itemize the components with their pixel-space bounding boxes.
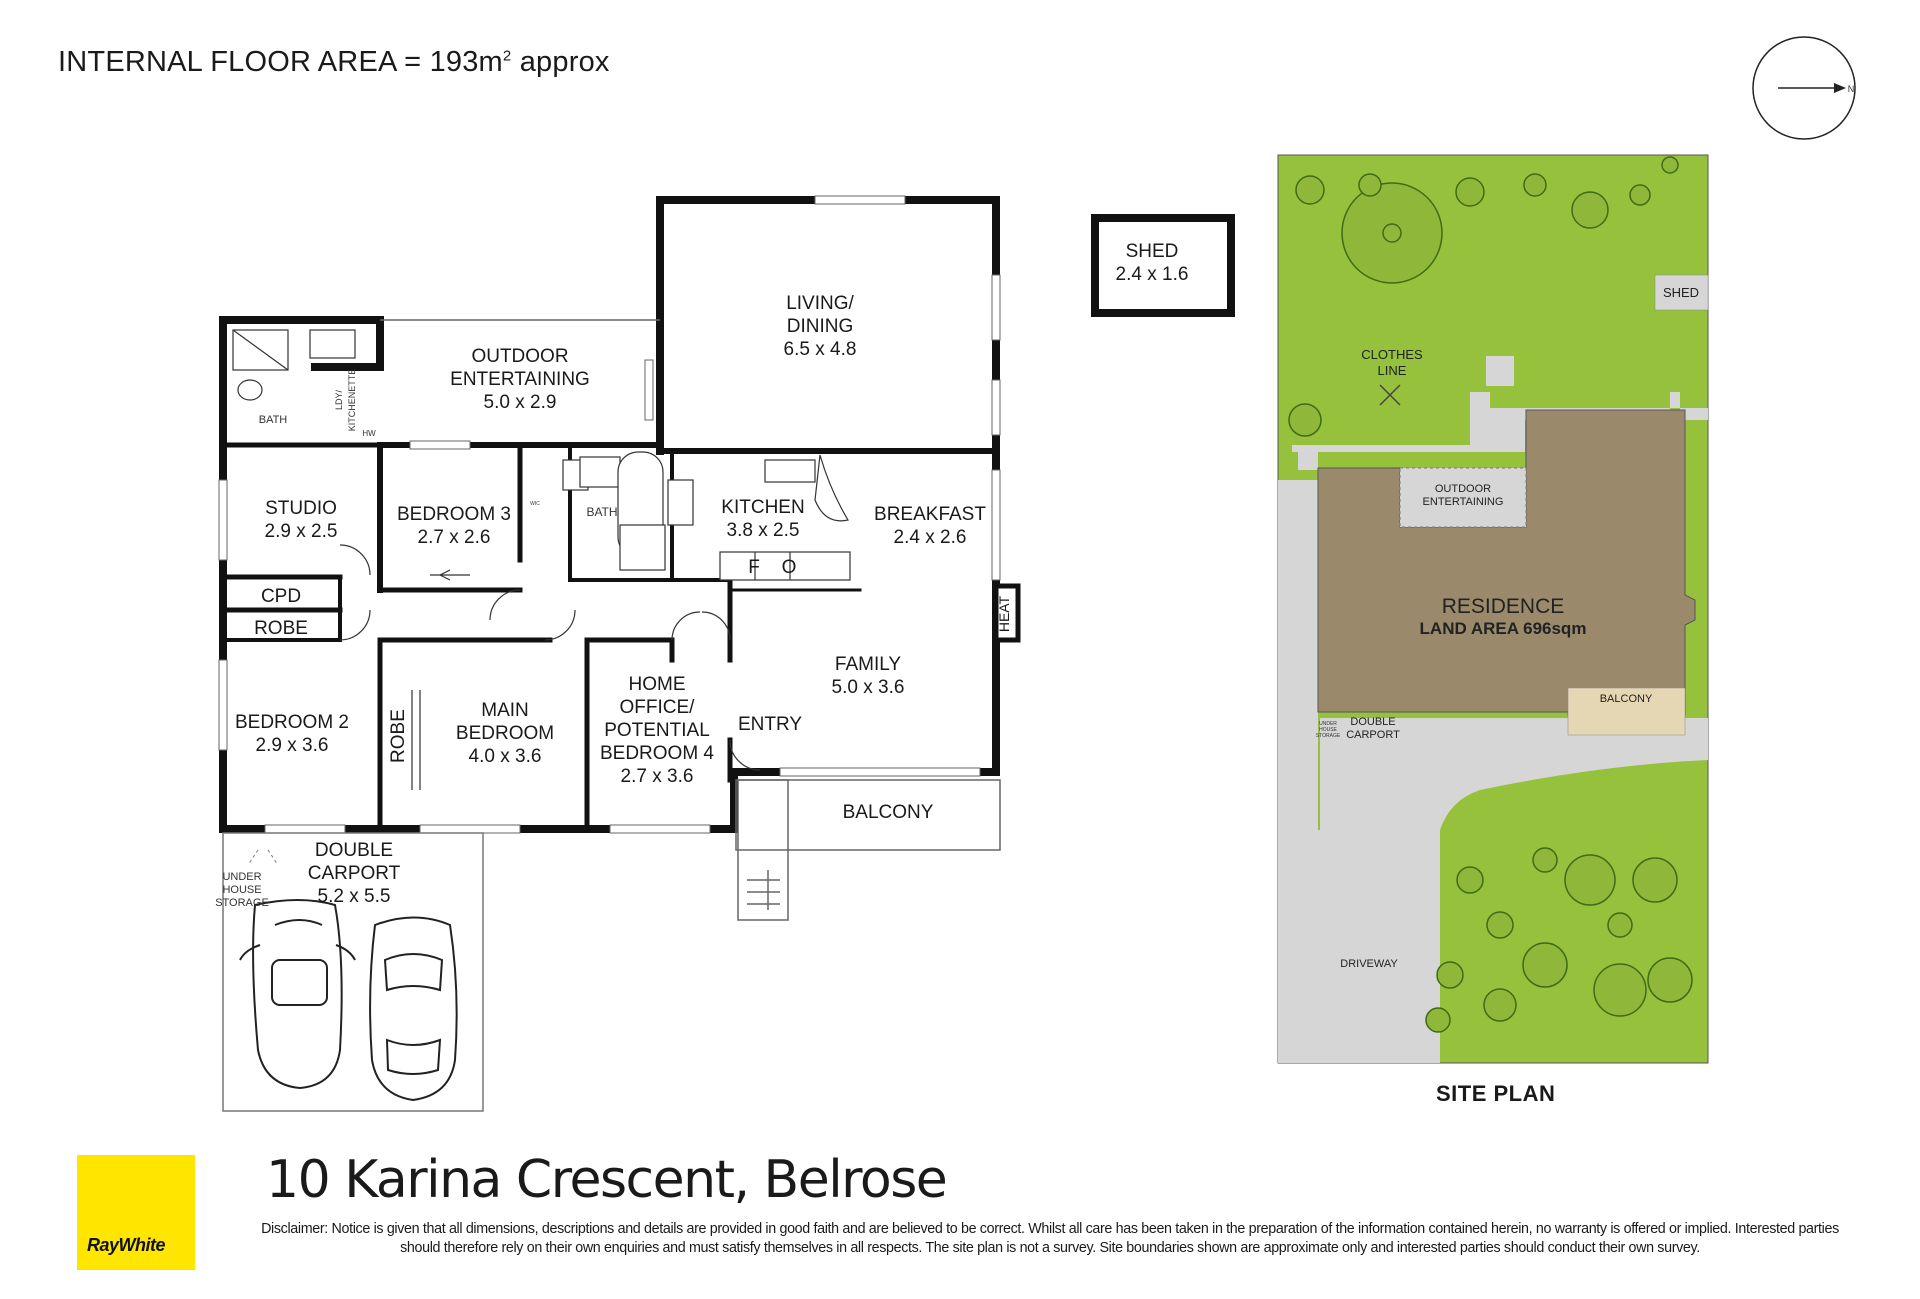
site-carport-label-2: CARPORT	[1346, 729, 1400, 741]
bedroom2-dims: 2.9 x 3.6	[256, 735, 329, 756]
outdoor-area-outline	[380, 319, 1001, 921]
bedroom3-dims: 2.7 x 2.6	[418, 527, 491, 548]
windows	[218, 195, 1001, 834]
raywhite-logo[interactable]: RayWhite	[77, 1155, 195, 1270]
heat-label: HEAT	[996, 595, 1012, 632]
family-dims: 5.0 x 3.6	[832, 677, 905, 698]
entry-label: ENTRY	[738, 714, 802, 735]
main-bedroom-label: MAIN	[481, 700, 529, 721]
brand-name: RayWhite	[87, 1235, 166, 1255]
site-balcony-label: BALCONY	[1600, 693, 1653, 705]
site-plan: CLOTHES LINE SHED OUTDOOR ENTERTAINING R…	[1277, 154, 1709, 1064]
carport-dims: 5.2 x 5.5	[318, 886, 391, 907]
site-clothes-label-2: LINE	[1378, 363, 1407, 378]
kitchen-dims: 3.8 x 2.5	[727, 520, 800, 541]
storage-label: UNDER	[222, 871, 261, 883]
fixtures	[232, 329, 851, 581]
site-land-area: LAND AREA 696sqm	[1420, 619, 1587, 638]
site-storage-label-2: HOUSE	[1319, 727, 1337, 733]
office-label-2: OFFICE/	[620, 697, 696, 718]
site-residence-label: RESIDENCE	[1442, 595, 1565, 618]
hw-label: HW	[362, 429, 376, 438]
storage-label-3: STORAGE	[215, 897, 269, 909]
main-bedroom-dims: 4.0 x 3.6	[469, 746, 542, 767]
outdoor-label: OUTDOOR	[471, 346, 568, 367]
car-icon	[369, 916, 458, 1102]
living-dims: 6.5 x 4.8	[784, 339, 857, 360]
fridge-label: F	[748, 557, 760, 578]
carport-label-2: CARPORT	[308, 863, 401, 884]
bath-small-label: BATH	[259, 414, 288, 426]
kitchenette-label: KITCHENETTE	[347, 369, 357, 432]
outdoor-dims: 5.0 x 2.9	[484, 392, 557, 413]
site-plan-title: SITE PLAN	[1436, 1081, 1556, 1106]
shed-dims: 2.4 x 1.6	[1116, 264, 1189, 285]
office-dims: 2.7 x 3.6	[621, 766, 694, 787]
robe-vertical-label: ROBE	[388, 709, 409, 763]
bedroom3-label: BEDROOM 3	[397, 504, 511, 525]
property-address: 10 Karina Crescent, Belrose	[266, 1150, 948, 1210]
cpd-label: CPD	[261, 586, 301, 607]
kitchen-label: KITCHEN	[721, 497, 804, 518]
door-swings	[339, 544, 761, 790]
site-carport-label: DOUBLE	[1350, 716, 1395, 728]
main-bedroom-label-2: BEDROOM	[456, 723, 554, 744]
breakfast-dims: 2.4 x 2.6	[894, 527, 967, 548]
wic-label: WIC	[530, 501, 540, 507]
bedroom2-label: BEDROOM 2	[235, 712, 349, 733]
site-shed-label: SHED	[1663, 285, 1699, 300]
living-label: LIVING/	[786, 293, 854, 314]
site-clothes-label: CLOTHES	[1361, 347, 1423, 362]
studio-dims: 2.9 x 2.5	[265, 521, 338, 542]
carport-outline	[222, 832, 484, 1112]
oven-label: O	[782, 557, 797, 578]
bath2-label: BATH	[586, 505, 617, 519]
ldy-label: LDY/	[334, 390, 344, 411]
site-storage-label: UNDER	[1319, 721, 1337, 727]
carport-label: DOUBLE	[315, 840, 393, 861]
studio-label: STUDIO	[265, 498, 337, 519]
outdoor-label-2: ENTERTAINING	[450, 369, 590, 390]
family-label: FAMILY	[835, 654, 901, 675]
floor-area-title: INTERNAL FLOOR AREA = 193m2 approx	[58, 46, 610, 78]
robe-label: ROBE	[254, 618, 308, 639]
living-label-2: DINING	[787, 316, 854, 337]
shed-label: SHED	[1126, 241, 1179, 262]
disclaimer-text: Disclaimer: Notice is given that all dim…	[261, 1221, 1839, 1256]
car-icon	[239, 899, 356, 1090]
breakfast-label: BREAKFAST	[874, 504, 986, 525]
balcony-label: BALCONY	[843, 802, 934, 823]
office-label-4: BEDROOM 4	[600, 743, 714, 764]
office-label: HOME	[629, 674, 686, 695]
site-outdoor-label: OUTDOOR	[1435, 483, 1491, 495]
site-storage-label-3: STORAGE	[1316, 733, 1341, 739]
office-label-3: POTENTIAL	[604, 720, 710, 741]
compass-icon: N	[1752, 36, 1856, 140]
kitchen-bench	[814, 454, 849, 522]
storage-label-2: HOUSE	[222, 884, 261, 896]
site-driveway-label: DRIVEWAY	[1340, 958, 1398, 970]
compass-north-label: N	[1848, 84, 1855, 94]
site-outdoor-label-2: ENTERTAINING	[1423, 496, 1504, 508]
